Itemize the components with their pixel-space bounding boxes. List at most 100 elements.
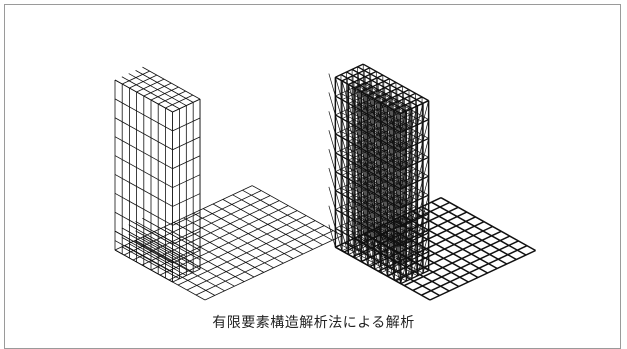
brace-line: [405, 183, 413, 206]
brace-line: [417, 178, 424, 201]
ground-grid-line: [193, 212, 284, 264]
brace-line: [341, 80, 349, 104]
brace-line: [400, 224, 407, 246]
brace-line: [374, 155, 382, 179]
brace-line: [422, 251, 429, 274]
brace-line: [400, 129, 407, 152]
brace-line: [341, 99, 349, 123]
brace-line: [328, 73, 336, 97]
brace-line: [361, 167, 369, 190]
brace-line: [354, 106, 362, 130]
brace-line: [328, 186, 336, 210]
brace-line: [367, 95, 375, 119]
podium-line: [135, 239, 194, 273]
ground-grid-line: [378, 221, 485, 272]
figure-caption: 有限要素構造解析法による解析: [212, 315, 415, 331]
podium-line: [128, 233, 187, 267]
brace-line: [348, 141, 356, 164]
brace-line: [400, 167, 407, 190]
brace-line: [400, 205, 407, 228]
brace-line: [348, 197, 356, 221]
detailed-building-mesh: [328, 63, 536, 301]
brace-line: [387, 257, 395, 281]
brace-line: [367, 152, 375, 175]
brace-line: [341, 156, 349, 180]
slab-line: [335, 63, 364, 78]
slab-line: [348, 71, 377, 85]
podium-line: [114, 230, 173, 264]
brace-line: [367, 114, 375, 137]
brace-line: [367, 208, 375, 232]
brace-line: [387, 181, 395, 205]
brace-line: [328, 130, 336, 153]
brace-line: [328, 149, 336, 172]
brace-line: [341, 118, 349, 142]
ground-grid-line: [429, 249, 536, 301]
brace-line: [393, 185, 402, 209]
brace-line: [354, 88, 362, 111]
brace-line: [422, 213, 429, 236]
brace-line: [374, 117, 382, 141]
ground-grid-line: [421, 206, 517, 261]
brace-line: [335, 190, 343, 214]
brace-line: [393, 147, 402, 171]
brace-line: [405, 146, 413, 168]
roof-line: [128, 73, 187, 106]
brace-line: [393, 166, 402, 190]
brace-line: [374, 136, 382, 160]
brace-line: [354, 163, 362, 187]
brace-line: [411, 105, 418, 128]
brace-line: [380, 102, 389, 126]
brace-line: [328, 205, 336, 229]
brace-line: [361, 110, 369, 134]
brace-line: [393, 242, 402, 265]
podium-line: [121, 246, 180, 280]
slab-line: [341, 67, 370, 82]
brace-line: [374, 212, 382, 236]
brace-line: [348, 84, 356, 108]
podium-line: [135, 221, 194, 254]
brace-line: [335, 152, 343, 176]
brace-line: [374, 193, 382, 217]
brace-line: [361, 91, 369, 115]
brace-line: [354, 220, 362, 243]
brace-line: [387, 106, 395, 130]
brace-line: [328, 111, 336, 134]
brace-line: [417, 216, 424, 239]
brace-line: [411, 143, 418, 166]
brace-line: [335, 171, 343, 195]
brace-line: [380, 215, 389, 239]
ground-grid-line: [183, 217, 274, 269]
podium-line: [128, 224, 187, 258]
brace-line: [405, 259, 413, 282]
roof-line: [135, 69, 194, 103]
brace-line: [393, 261, 402, 284]
brace-line: [335, 95, 343, 119]
brace-line: [335, 209, 343, 233]
ground-grid-line: [173, 222, 264, 273]
brace-line: [411, 124, 418, 147]
brace-line: [361, 205, 369, 228]
brace-line: [411, 219, 418, 241]
brace-line: [354, 125, 362, 149]
brace-line: [374, 98, 382, 122]
brace-line: [422, 119, 429, 142]
brace-line: [341, 212, 349, 236]
ground-grid-line: [392, 219, 488, 274]
ground-grid-line: [252, 185, 343, 236]
brace-line: [417, 122, 424, 144]
ground-grid-line: [411, 210, 508, 265]
brace-line: [400, 148, 407, 171]
brace-line: [341, 175, 349, 198]
ground-grid-line: [440, 197, 536, 252]
brace-line: [393, 109, 402, 133]
brace-line: [335, 228, 343, 251]
brace-line: [367, 170, 375, 194]
podium-line: [142, 217, 201, 251]
brace-line: [387, 144, 395, 167]
ground-grid-line: [163, 226, 255, 278]
brace-line: [348, 103, 356, 127]
brace-line: [341, 194, 349, 217]
brace-line: [411, 162, 418, 185]
brace-line: [387, 238, 395, 262]
